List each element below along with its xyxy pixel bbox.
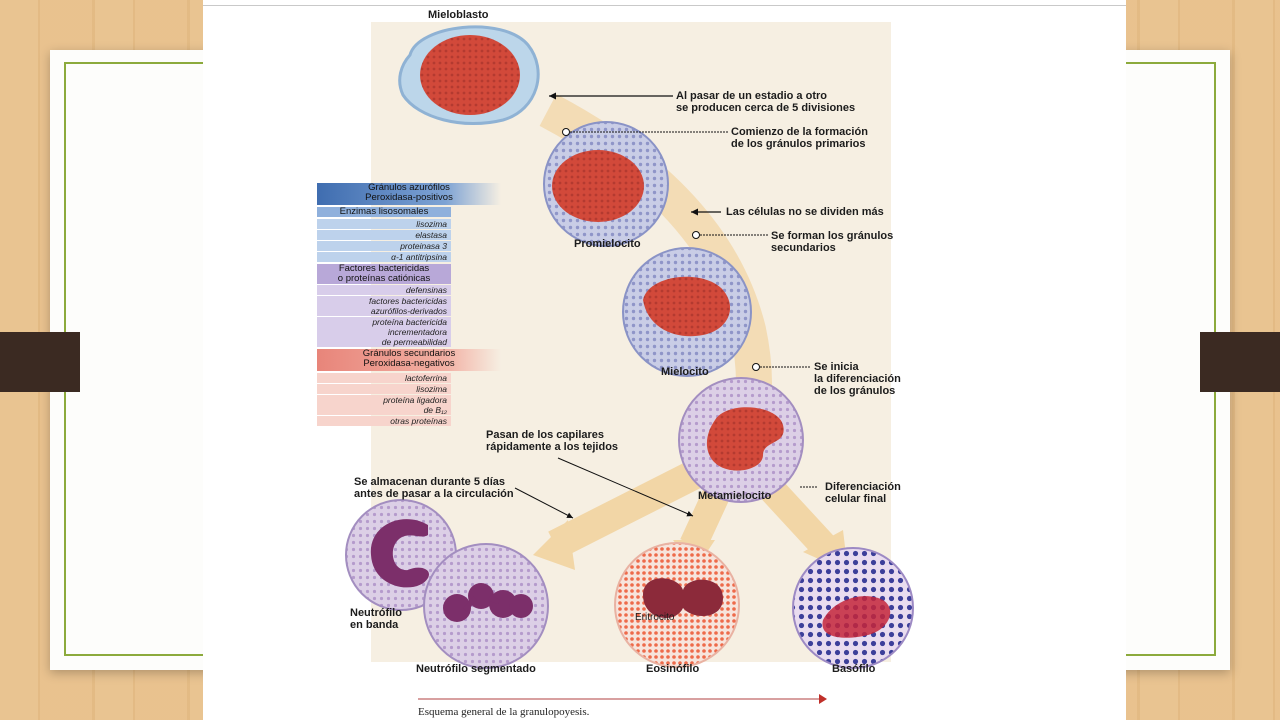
granulopoiesis-figure: Gránulos azurófilos Peroxidasa-positivos… xyxy=(203,0,1126,720)
metamyelocyte-cell xyxy=(678,377,804,503)
caption-rule-arrow xyxy=(819,694,827,704)
enzyme-row: elastasa xyxy=(317,230,451,240)
figure-caption: Esquema general de la granulopoyesis. xyxy=(418,706,590,718)
eosinophil-cell xyxy=(614,542,740,668)
label-eritrocito: Eritrocito xyxy=(635,612,675,623)
secondary-row: proteína ligadora de B₁₂ xyxy=(317,395,451,415)
bactericidal-header: Factores bactericidas o proteínas catión… xyxy=(317,264,451,284)
label-band-neutrophil: Neutrófilo en banda xyxy=(350,607,402,631)
secondary-row: lisozima xyxy=(317,384,451,394)
label-metamielocito: Metamielocito xyxy=(698,490,772,502)
note-granule-differentiation: Se inicia la diferenciación de los gránu… xyxy=(814,361,901,397)
label-basofilo: Basófilo xyxy=(832,663,876,675)
enzyme-row: proteinasa 3 xyxy=(317,241,451,251)
note-storage: Se almacenan durante 5 días antes de pas… xyxy=(354,476,514,500)
diagram-svg xyxy=(345,25,914,704)
label-mieloblasto: Mieloblasto xyxy=(428,9,489,21)
enzyme-row: lisozima xyxy=(317,219,451,229)
secondary-row: otras proteínas xyxy=(317,416,451,426)
note-primary-granules: Comienzo de la formación de los gránulos… xyxy=(731,126,868,150)
azurophil-title: Gránulos azurófilos Peroxidasa-positivos xyxy=(317,183,501,205)
enzymes-header: Enzimas lisosomales xyxy=(317,207,451,217)
bactericidal-row: factores bactericidas azurófilos-derivad… xyxy=(317,296,451,316)
annotation-lines xyxy=(514,92,817,519)
right-tab xyxy=(1200,332,1280,392)
bactericidal-row: defensinas xyxy=(317,285,451,295)
label-eosinofilo: Eosinófilo xyxy=(646,663,700,675)
note-secondary-granules: Se forman los gránulos secundarios xyxy=(771,230,894,254)
label-mielocito: Mielocito xyxy=(661,366,709,378)
enzyme-row: α-1 antitripsina xyxy=(317,252,451,262)
bactericidal-row: proteína bactericida incrementadora de p… xyxy=(317,317,451,347)
note-divisions: Al pasar de un estadio a otro se produce… xyxy=(676,90,856,114)
secondary-title: Gránulos secundarios Peroxidasa-negativo… xyxy=(317,349,501,371)
label-promielocito: Promielocito xyxy=(574,238,641,250)
myelocyte-cell xyxy=(622,247,752,377)
segmented-neutrophil-cell xyxy=(423,543,549,669)
note-no-divide: Las células no se dividen más xyxy=(726,206,884,218)
secondary-row: lactoferrina xyxy=(317,373,451,383)
promyelocyte-cell xyxy=(543,121,669,247)
label-segmented-neutrophil: Neutrófilo segmentado xyxy=(416,663,536,675)
left-tab xyxy=(0,332,80,392)
note-final-differentiation: Diferenciación celular final xyxy=(825,481,901,505)
basophil-cell xyxy=(792,547,914,669)
figure-top-line xyxy=(203,5,1126,6)
note-capillaries: Pasan de los capilares rápidamente a los… xyxy=(486,429,619,453)
myeloblast-cell xyxy=(398,25,540,125)
